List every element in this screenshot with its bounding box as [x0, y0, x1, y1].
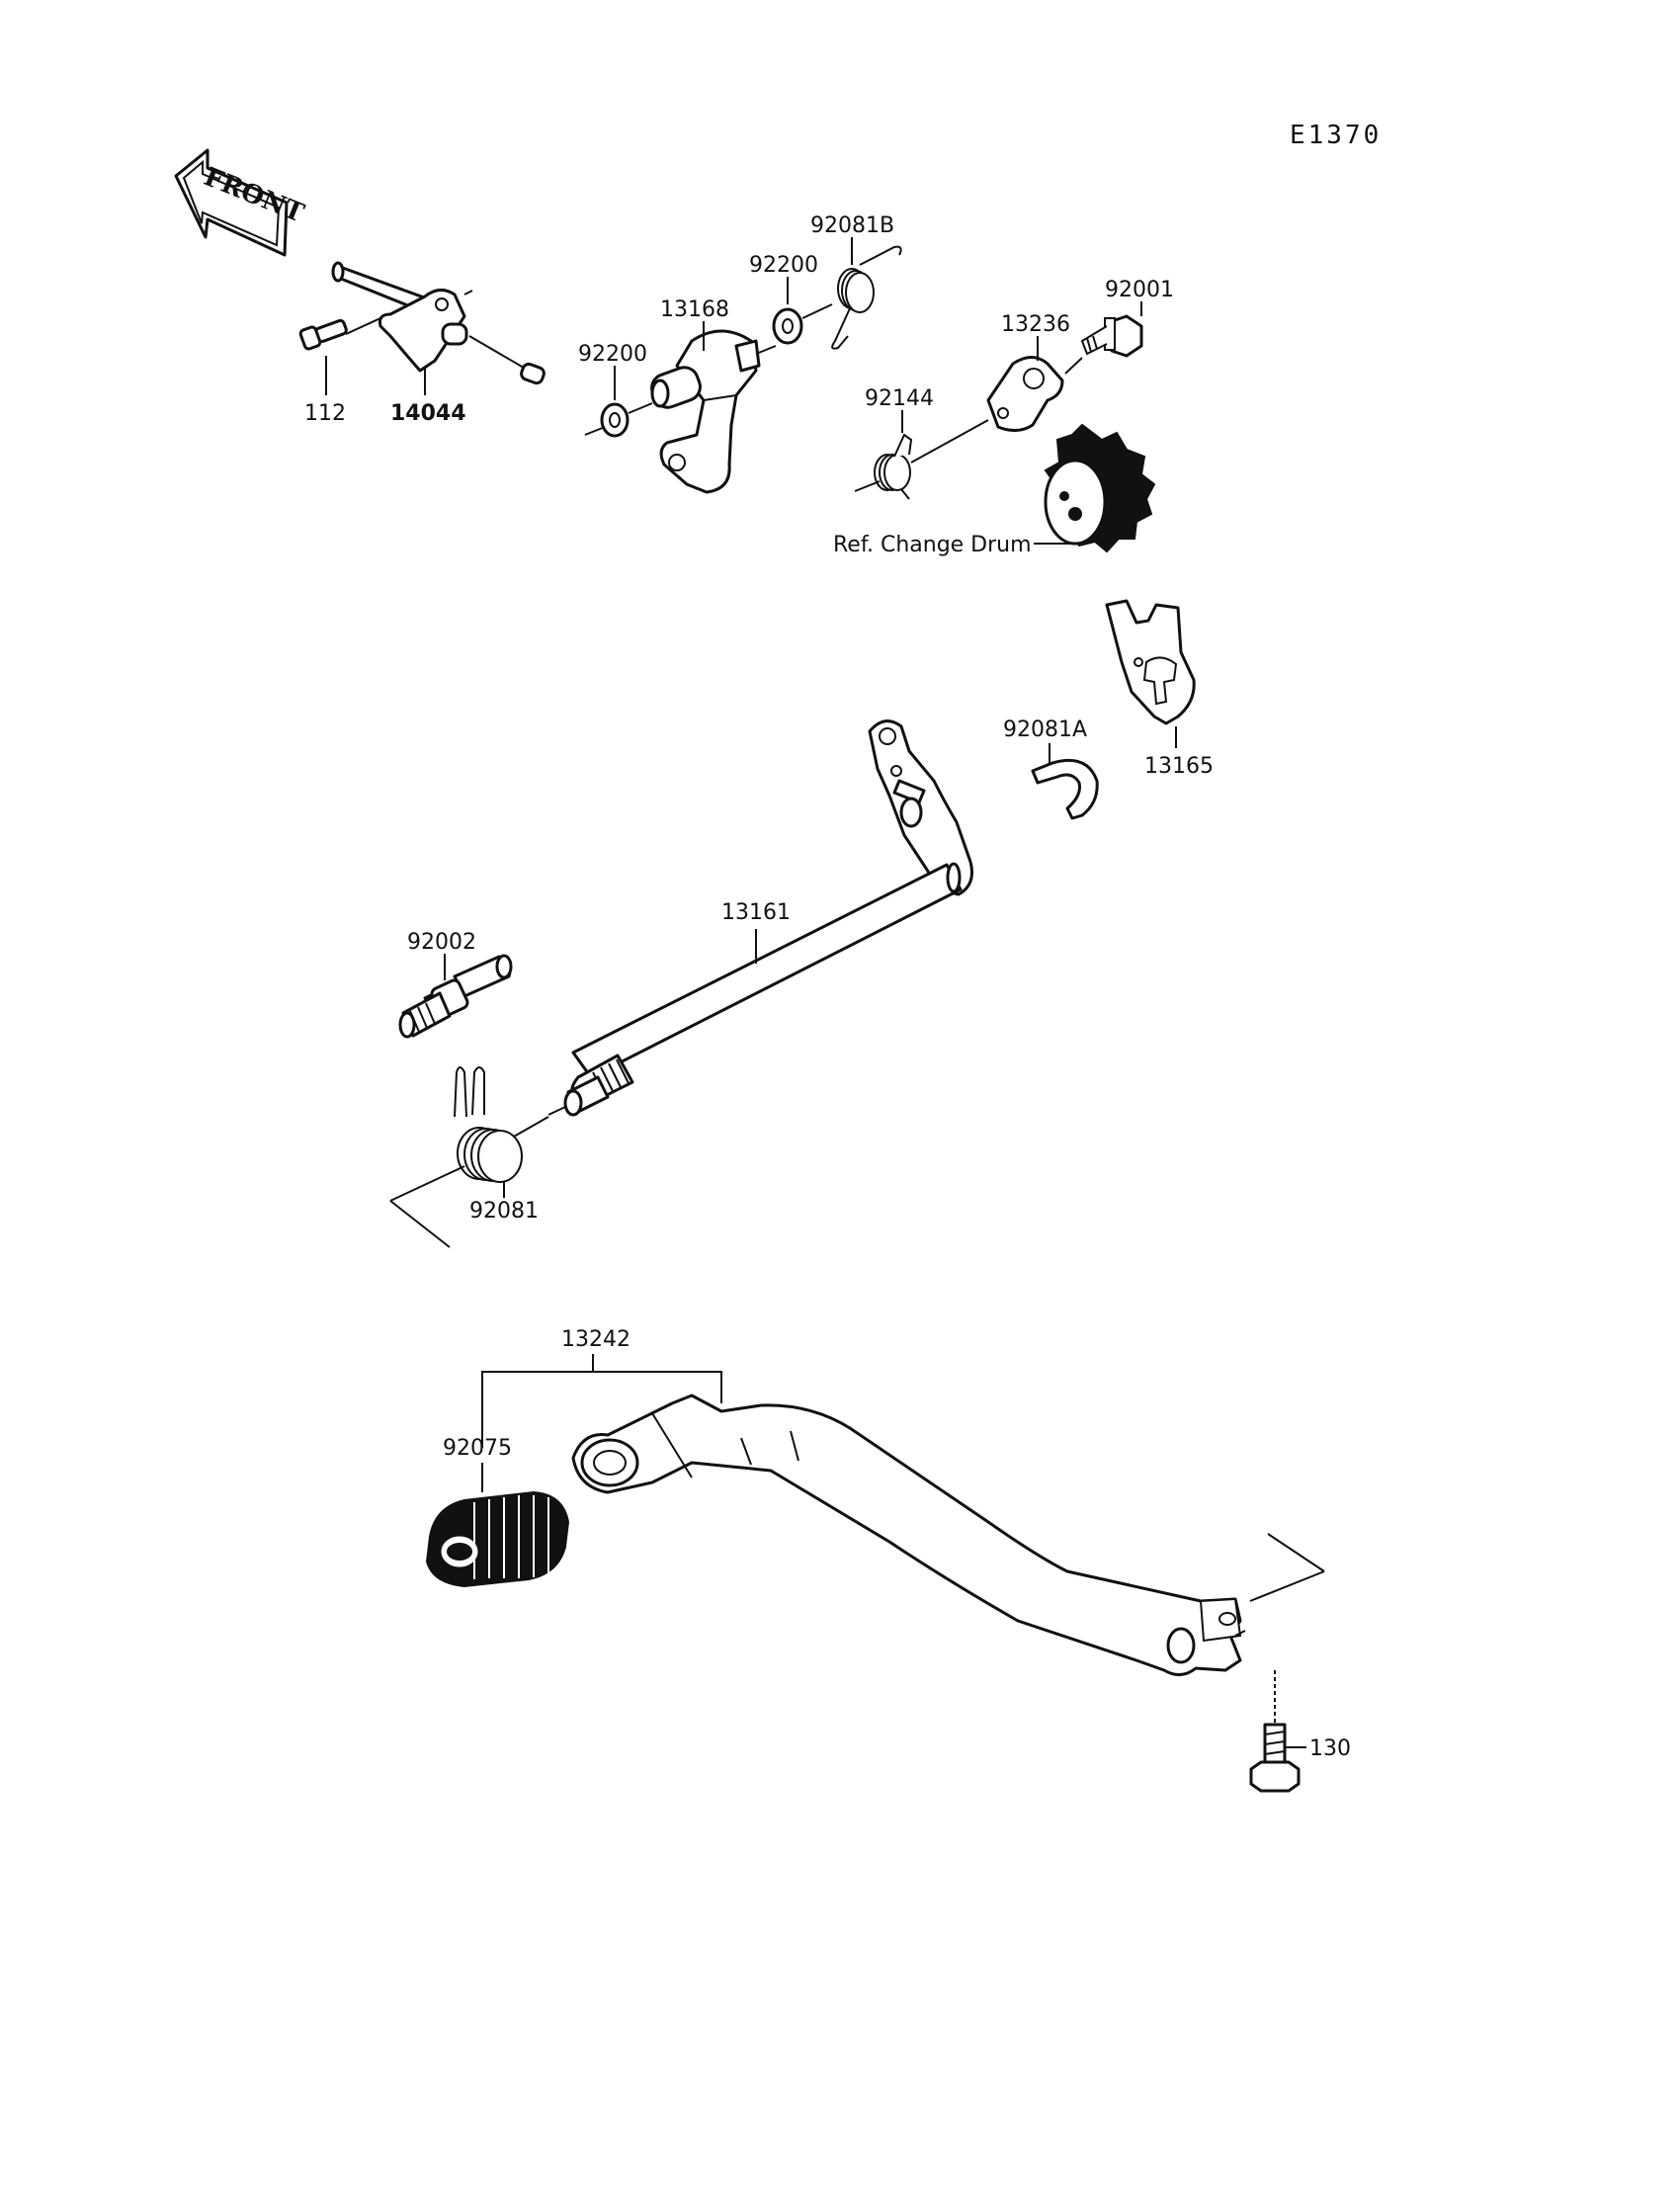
- part-label-92200-left: 92200: [578, 342, 647, 367]
- ref-change-drum-label: Ref. Change Drum: [833, 533, 1032, 557]
- part-label-92002: 92002: [407, 930, 476, 955]
- spring-92081-drawing: [454, 1066, 523, 1183]
- part-13168-drawing: [650, 329, 761, 494]
- part-label-14044: 14044: [390, 401, 466, 426]
- spring-92081a-drawing: [1031, 758, 1099, 820]
- shift-shaft-13161-drawing: [547, 719, 973, 1117]
- part-13236-drawing: [986, 356, 1064, 432]
- washer-92200-right-drawing: [772, 307, 803, 345]
- part-label-13168: 13168: [660, 297, 729, 322]
- part-label-92081: 92081: [469, 1199, 539, 1224]
- diagram-code: E1370: [1290, 121, 1382, 150]
- bolt-92001-drawing: [1080, 314, 1143, 358]
- bolt-130-drawing: [1249, 1670, 1301, 1793]
- part-13165-drawing: [1105, 599, 1196, 725]
- spring-92144-drawing: [874, 433, 913, 500]
- part-label-92081b: 92081B: [810, 213, 894, 238]
- bracket-13242: [481, 1371, 722, 1448]
- part-14044-drawing: [298, 261, 546, 385]
- part-label-130: 130: [1309, 1736, 1351, 1761]
- part-label-92200-right: 92200: [749, 253, 818, 278]
- part-label-92144: 92144: [865, 386, 934, 411]
- stud-92002-drawing: [398, 954, 513, 1039]
- shift-pedal-13242-drawing: [571, 1394, 1246, 1676]
- front-arrow-icon: FRONT: [174, 148, 308, 257]
- part-label-13242: 13242: [561, 1327, 630, 1352]
- part-label-92081a: 92081A: [1003, 718, 1087, 742]
- part-label-92075: 92075: [443, 1436, 512, 1461]
- part-label-13165: 13165: [1144, 754, 1214, 779]
- part-label-92001: 92001: [1105, 278, 1174, 302]
- change-drum-drawing: [1044, 423, 1156, 553]
- spring-92081b-drawing: [831, 245, 902, 350]
- part-label-112: 112: [304, 401, 346, 426]
- washer-92200-left-drawing: [600, 402, 630, 438]
- part-label-13161: 13161: [721, 900, 791, 925]
- pedal-rubber-92075-drawing: [425, 1490, 570, 1588]
- part-label-13236: 13236: [1001, 312, 1070, 337]
